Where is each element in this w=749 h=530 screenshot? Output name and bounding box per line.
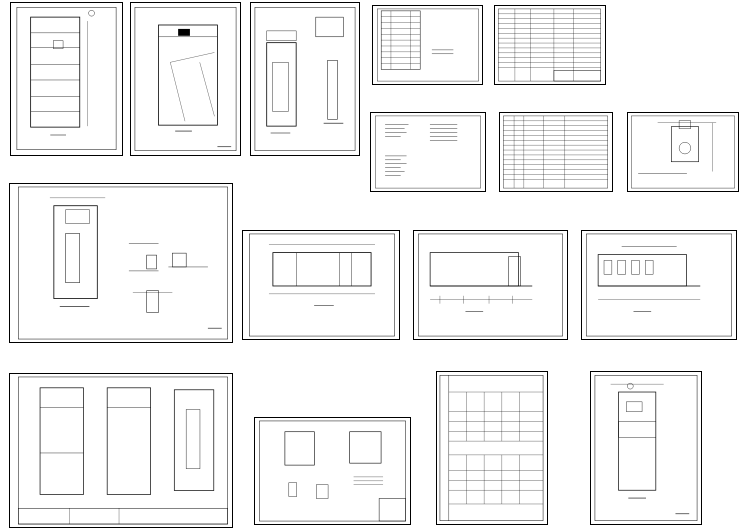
sheet-plan-details[interactable] (9, 183, 233, 343)
plan-2-drawing (134, 7, 237, 151)
plan-1-drawing (16, 7, 117, 150)
sheet-plan-2[interactable] (130, 2, 241, 156)
sheet-plans-triple[interactable] (9, 373, 233, 528)
sheet-table-2[interactable] (494, 5, 606, 85)
schedule-drawing (439, 375, 544, 521)
sheet-floor-1[interactable] (242, 230, 400, 340)
detail-1-drawing (631, 115, 735, 189)
plan-3-drawing (254, 7, 356, 151)
sheet-plan-3[interactable] (250, 2, 360, 156)
sheet-elevation-2[interactable] (581, 230, 737, 340)
floor-1-drawing (249, 233, 395, 337)
plans-triple-drawing (18, 376, 228, 525)
sheet-table-1[interactable] (372, 5, 483, 85)
sheet-schedule[interactable] (436, 371, 548, 525)
sheet-elevation-1[interactable] (413, 230, 568, 340)
sheet-plan-4[interactable] (590, 371, 702, 525)
sheet-sections[interactable] (254, 417, 411, 525)
sheet-list-1[interactable] (370, 112, 486, 192)
elevation-2-drawing (586, 233, 732, 337)
sheet-plan-1[interactable] (10, 2, 123, 156)
sections-drawing (259, 420, 406, 522)
table-1-drawing (377, 8, 479, 82)
table-2-drawing (498, 8, 601, 82)
list-1-drawing (375, 115, 481, 189)
sheet-table-3[interactable] (499, 112, 613, 192)
plan-4-drawing (594, 375, 698, 521)
table-3-drawing (503, 115, 608, 189)
elevation-1-drawing (418, 233, 563, 337)
plan-details-drawing (18, 186, 228, 340)
sheet-detail-1[interactable] (627, 112, 739, 192)
